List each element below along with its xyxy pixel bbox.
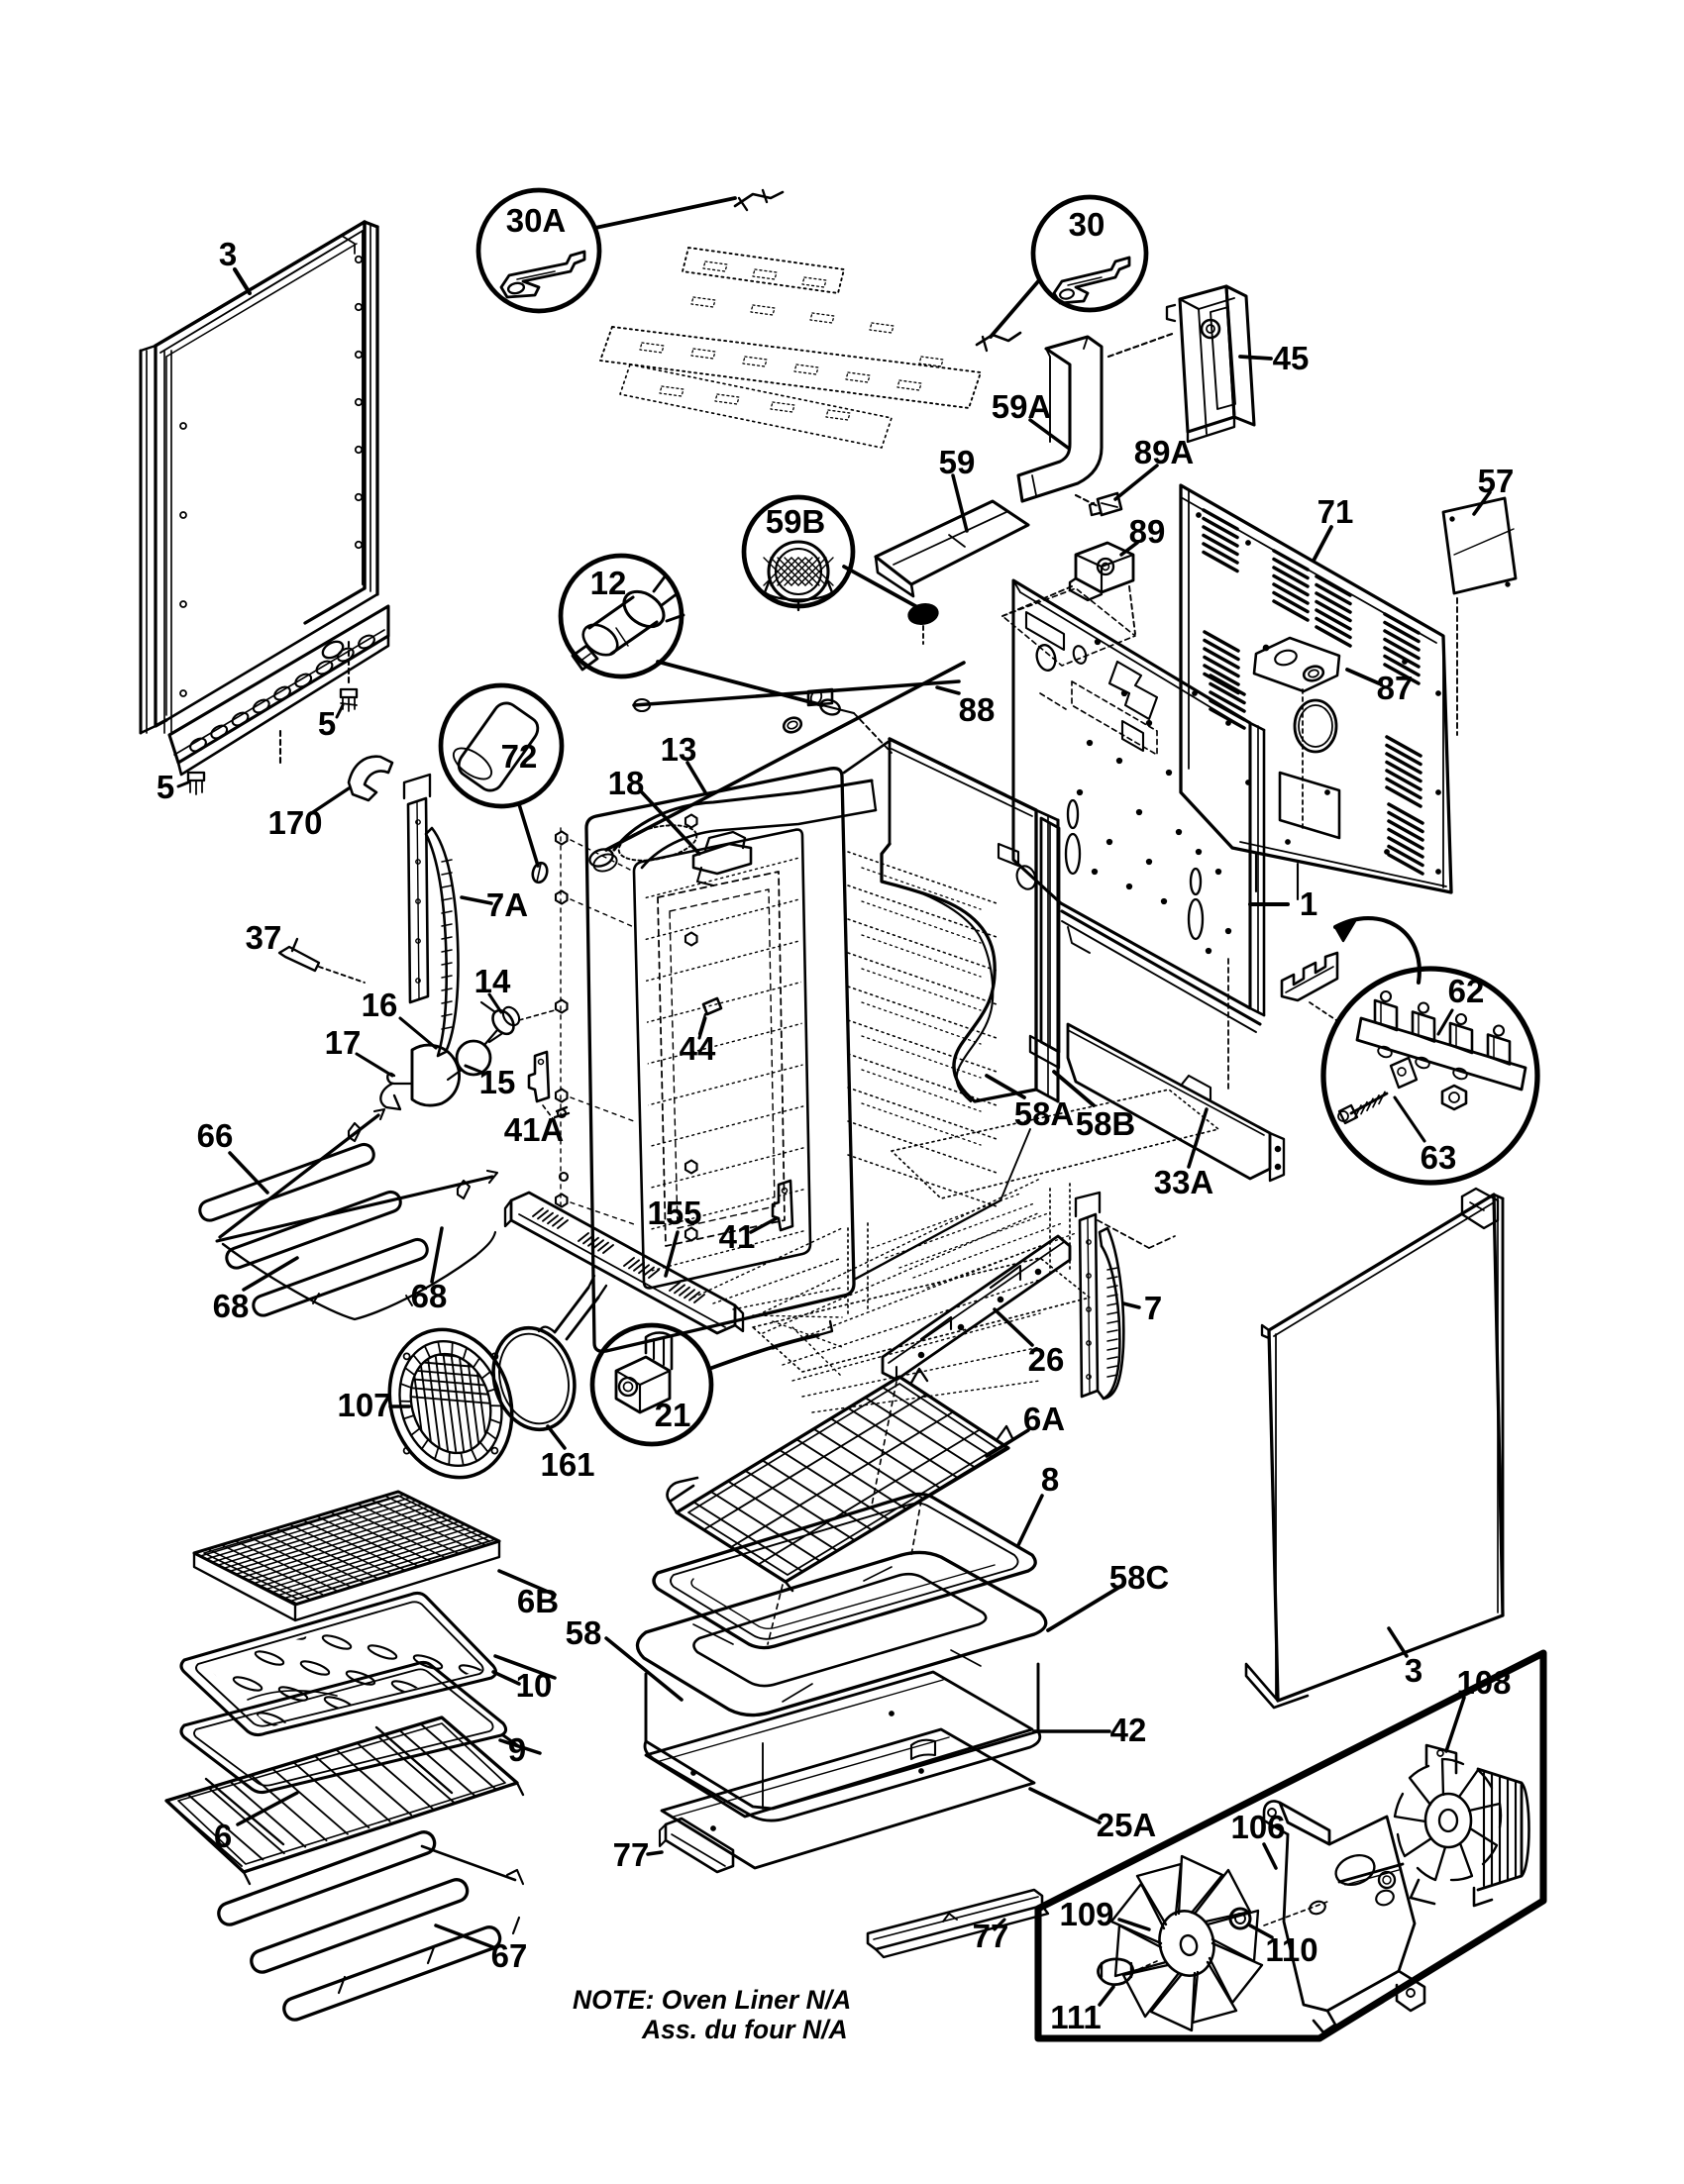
svg-text:41: 41	[719, 1218, 756, 1255]
svg-text:59: 59	[939, 444, 976, 480]
svg-text:161: 161	[540, 1446, 594, 1483]
svg-text:68: 68	[213, 1288, 250, 1324]
svg-text:87: 87	[1377, 670, 1414, 706]
svg-text:72: 72	[501, 738, 538, 775]
svg-text:58C: 58C	[1109, 1559, 1170, 1596]
svg-text:63: 63	[1421, 1139, 1457, 1176]
svg-text:77: 77	[613, 1836, 650, 1873]
svg-text:62: 62	[1448, 973, 1485, 1009]
svg-text:3: 3	[1405, 1652, 1422, 1689]
svg-text:66: 66	[197, 1117, 234, 1154]
svg-text:59B: 59B	[766, 503, 826, 540]
svg-text:13: 13	[661, 731, 697, 768]
svg-text:107: 107	[337, 1387, 391, 1423]
svg-text:17: 17	[325, 1024, 362, 1061]
svg-text:5: 5	[157, 769, 174, 805]
svg-text:67: 67	[491, 1937, 528, 1974]
svg-text:30A: 30A	[506, 202, 567, 239]
svg-text:71: 71	[1317, 493, 1354, 530]
svg-text:5: 5	[318, 705, 336, 742]
svg-text:12: 12	[590, 565, 627, 601]
svg-text:6A: 6A	[1023, 1401, 1065, 1437]
svg-text:44: 44	[680, 1030, 716, 1067]
svg-text:9: 9	[508, 1731, 526, 1768]
svg-text:3: 3	[219, 236, 237, 272]
svg-text:41A: 41A	[504, 1111, 565, 1148]
svg-text:25A: 25A	[1097, 1807, 1157, 1843]
svg-text:7A: 7A	[486, 886, 528, 923]
svg-text:1: 1	[1300, 885, 1317, 922]
svg-text:58: 58	[566, 1614, 602, 1651]
svg-text:155: 155	[647, 1195, 701, 1231]
svg-text:58A: 58A	[1014, 1095, 1075, 1132]
svg-text:16: 16	[362, 987, 398, 1023]
svg-text:6B: 6B	[517, 1583, 559, 1619]
svg-text:33A: 33A	[1154, 1164, 1214, 1200]
svg-text:30: 30	[1069, 206, 1105, 243]
svg-text:89A: 89A	[1134, 434, 1195, 470]
svg-text:77: 77	[973, 1918, 1009, 1954]
svg-text:18: 18	[608, 765, 645, 801]
svg-text:Ass. du four N/A: Ass. du four N/A	[641, 2015, 848, 2044]
svg-text:15: 15	[479, 1064, 516, 1100]
svg-text:108: 108	[1456, 1664, 1511, 1701]
svg-text:21: 21	[655, 1397, 691, 1433]
svg-text:59A: 59A	[992, 388, 1052, 425]
svg-text:7: 7	[1144, 1290, 1162, 1326]
svg-text:109: 109	[1059, 1896, 1113, 1932]
svg-text:8: 8	[1041, 1461, 1059, 1498]
svg-text:58B: 58B	[1076, 1105, 1136, 1142]
svg-text:42: 42	[1110, 1712, 1147, 1748]
svg-text:68: 68	[411, 1278, 448, 1314]
svg-text:NOTE: Oven Liner N/A: NOTE: Oven Liner N/A	[573, 1985, 851, 2015]
svg-text:110: 110	[1265, 1931, 1317, 1968]
svg-text:26: 26	[1028, 1341, 1065, 1378]
svg-text:170: 170	[267, 804, 322, 841]
svg-text:10: 10	[516, 1667, 553, 1704]
svg-text:6: 6	[214, 1818, 232, 1854]
svg-text:89: 89	[1129, 513, 1166, 550]
svg-text:37: 37	[246, 919, 282, 956]
svg-text:111: 111	[1050, 1999, 1101, 2035]
svg-text:106: 106	[1230, 1809, 1285, 1845]
svg-text:57: 57	[1478, 463, 1515, 499]
svg-text:88: 88	[959, 691, 996, 728]
svg-text:45: 45	[1273, 340, 1310, 376]
svg-text:14: 14	[474, 963, 511, 999]
